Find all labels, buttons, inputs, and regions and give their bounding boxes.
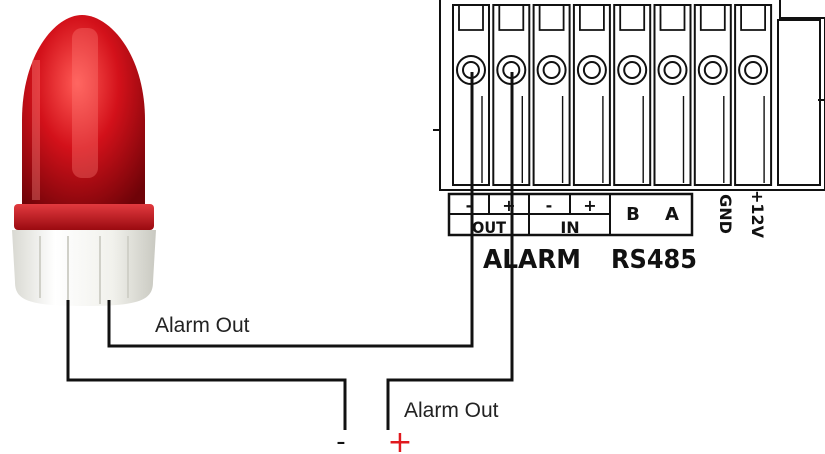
screw-terminal-7 [693,4,732,186]
wire-label-bottom: Alarm Out [404,399,499,422]
label-out-minus: - [466,196,473,215]
label-out-plus: + [502,196,515,215]
label-gnd: GND [716,194,735,234]
screw-terminal-6 [653,4,692,186]
group-label-rs485: RS485 [611,245,697,275]
label-rs485-a: A [665,204,679,225]
screw-terminal-1 [452,4,490,186]
group-label-alarm: ALARM [483,245,581,275]
label-out: OUT [472,218,506,237]
wire-alarm-out-plus [66,300,347,430]
screw-terminal-3 [532,4,571,186]
alarm-beacon-icon [12,15,156,306]
wires [66,72,514,430]
wire-alarm-out-minus [107,72,474,348]
terminal-screws [452,4,773,186]
label-in-plus: + [583,196,596,215]
screw-terminal-4 [572,4,611,186]
plus-label: + [387,425,412,454]
screw-terminal-8 [734,4,773,186]
wire-label-top: Alarm Out [155,314,250,337]
label-in: IN [560,218,579,237]
wire-to-plus-terminal [386,72,514,430]
label-rs485-b: B [626,204,640,225]
screw-terminal-5 [613,4,652,186]
label-12v: +12V [748,190,767,239]
terminal-block: - + - + B A OUT IN GND +12V ALARM RS485 [433,0,825,275]
minus-label: - [336,427,345,454]
label-in-minus: - [546,196,553,215]
